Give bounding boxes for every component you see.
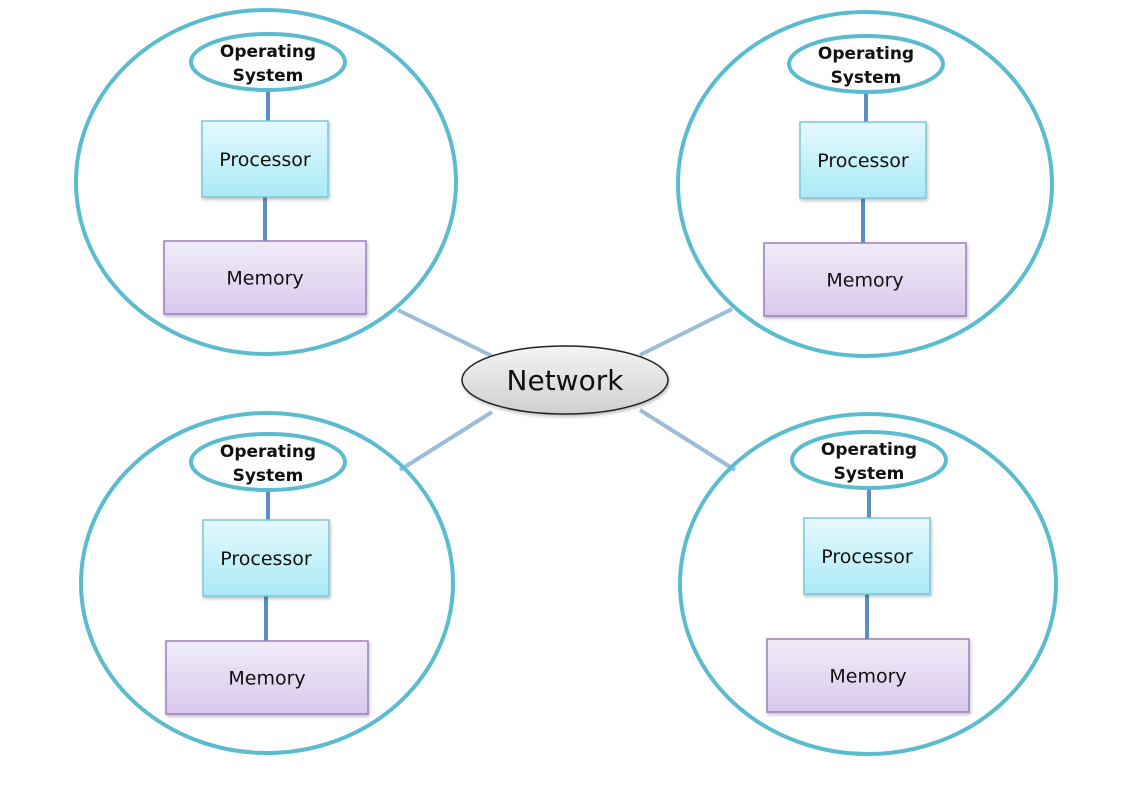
processor-box <box>201 120 329 198</box>
processor-box <box>202 519 330 597</box>
memory-box <box>165 640 369 715</box>
processor-label: Processor <box>821 546 913 568</box>
node-boundary <box>79 411 455 755</box>
node-boundary <box>678 412 1058 756</box>
network-link-top-right <box>639 307 733 357</box>
operating-system-label: System <box>831 68 902 88</box>
memory-label: Memory <box>228 668 305 690</box>
operating-system-ellipse <box>787 34 945 94</box>
operating-system-label: Operating <box>220 442 316 462</box>
operating-system-ellipse <box>189 432 347 492</box>
operating-system-label: Operating <box>821 440 917 460</box>
operating-system-label: Operating <box>818 44 914 64</box>
operating-system-ellipse <box>189 32 347 92</box>
network-link-top-left <box>397 308 493 358</box>
memory-box <box>163 240 367 315</box>
operating-system-ellipse <box>790 430 948 490</box>
network-link-bottom-left <box>398 410 494 472</box>
network-ellipse <box>461 345 669 415</box>
processor-box <box>803 517 931 595</box>
network-label: Network <box>507 364 625 397</box>
processor-label: Processor <box>817 150 909 172</box>
computer-nodes: OperatingSystemProcessorMemoryOperatingS… <box>74 8 1058 756</box>
processor-label: Processor <box>220 548 312 570</box>
memory-label: Memory <box>826 270 903 292</box>
node-boundary <box>74 8 458 356</box>
node-boundary <box>676 10 1054 358</box>
network-hub: Network <box>461 345 669 415</box>
memory-box <box>766 638 970 713</box>
operating-system-label: System <box>233 66 304 86</box>
processor-box <box>799 121 927 199</box>
operating-system-label: System <box>233 466 304 486</box>
processor-label: Processor <box>219 149 311 171</box>
network-link-bottom-right <box>638 408 737 472</box>
operating-system-label: Operating <box>220 42 316 62</box>
memory-label: Memory <box>829 666 906 688</box>
memory-box <box>763 242 967 317</box>
memory-label: Memory <box>226 268 303 290</box>
network-links <box>397 307 737 472</box>
operating-system-label: System <box>834 464 905 484</box>
